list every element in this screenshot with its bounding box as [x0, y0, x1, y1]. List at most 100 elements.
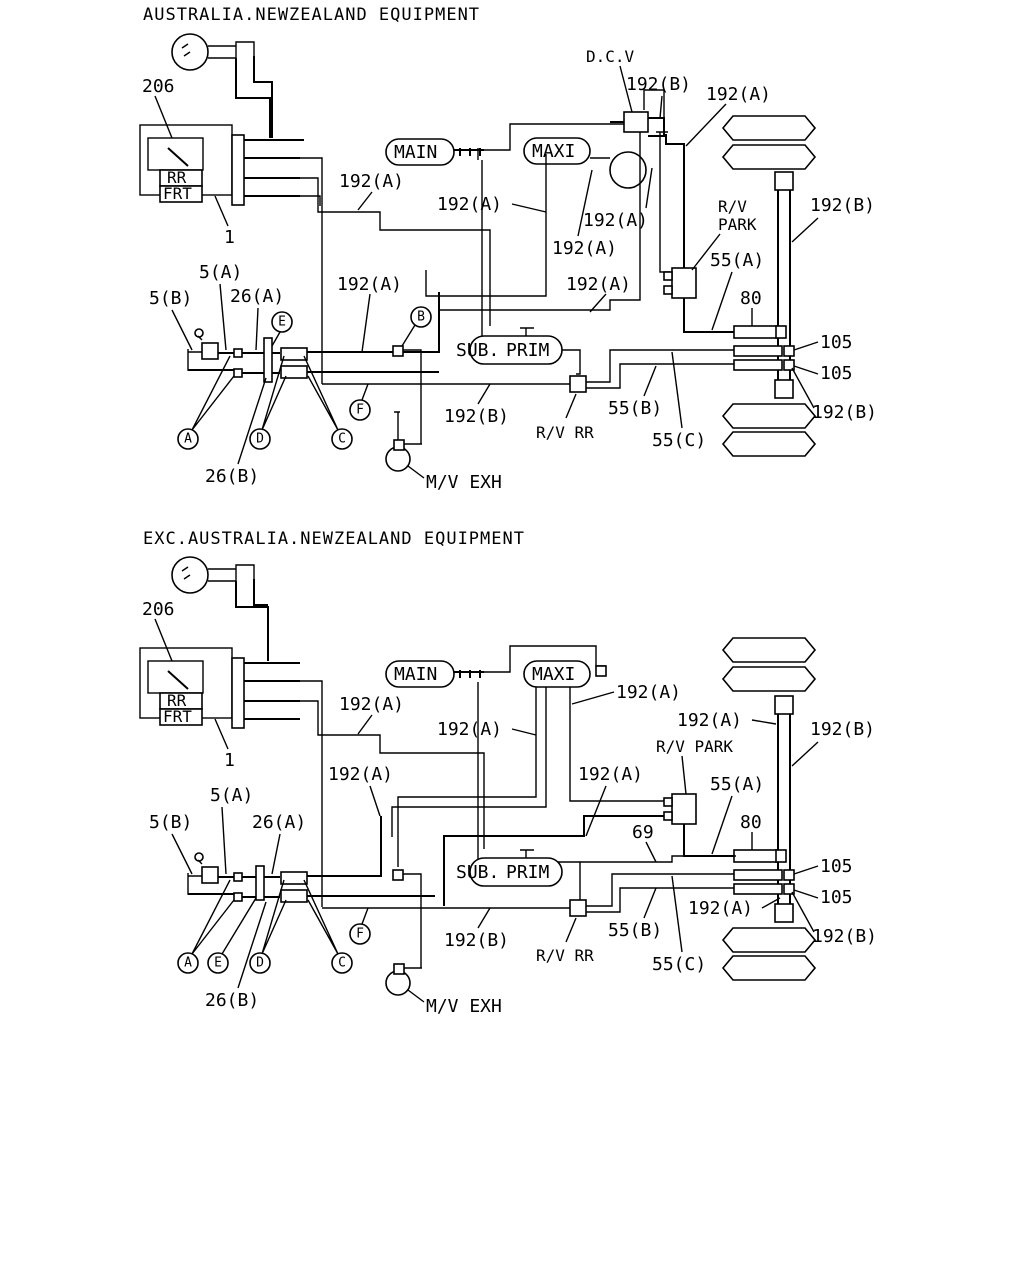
label-192a-2: 192(A): [437, 194, 502, 215]
brake-valve-body: [139, 647, 245, 729]
diagram-title: EXC.AUSTRALIA.NEWZEALAND EQUIPMENT: [143, 529, 525, 549]
label-55c: 55(C): [652, 430, 706, 451]
label-55c: 55(C): [652, 954, 706, 975]
label-rv-rr: R/V RR: [536, 946, 594, 965]
rv-rr-valve: [569, 899, 587, 917]
diagram-australia: AUSTRALIA.NEWZEALAND EQUIPMENT 206 RR FR…: [139, 5, 877, 493]
label-dcv: D.C.V: [586, 47, 635, 66]
diagram-title: AUSTRALIA.NEWZEALAND EQUIPMENT: [143, 5, 480, 25]
front-brake-assembly: [187, 292, 440, 383]
label-valve-1: 1: [224, 750, 235, 771]
label-192b-1: 192(B): [626, 74, 691, 95]
pressure-gauge-icon: [171, 556, 255, 594]
label-192a-4: 192(A): [552, 238, 617, 259]
label-192a-1: 192(A): [339, 171, 404, 192]
label-valve-rr: RR: [167, 168, 187, 187]
label-105-2: 105: [820, 363, 853, 384]
label-rv-rr: R/V RR: [536, 423, 594, 442]
front-brake-assembly: [187, 816, 435, 903]
circle-label-d: D: [256, 432, 264, 447]
label-192a-7: 192(A): [706, 84, 771, 105]
circle-label-c: C: [338, 956, 346, 971]
label-prim: PRIM: [506, 862, 550, 883]
label-80: 80: [740, 812, 762, 833]
label-valve-1: 1: [224, 227, 235, 248]
label-5b: 5(B): [149, 288, 192, 309]
label-192b-1: 192(B): [810, 719, 875, 740]
label-105-1: 105: [820, 332, 853, 353]
rear-axle-wheels: [721, 115, 817, 457]
dcv-valve: [623, 111, 649, 133]
label-main-tank: MAIN: [394, 142, 437, 163]
label-mv-exh: M/V EXH: [426, 472, 502, 493]
circle-label-f: F: [356, 927, 364, 942]
label-valve-frt: FRT: [163, 707, 192, 726]
label-105-1: 105: [820, 856, 853, 877]
circle-label-f: F: [356, 403, 364, 418]
label-206: 206: [142, 599, 175, 620]
main-tank: [385, 660, 455, 688]
label-valve-rr: RR: [167, 691, 187, 710]
label-sub: SUB.: [456, 340, 499, 361]
label-5b: 5(B): [149, 812, 192, 833]
label-192a-4: 192(A): [328, 764, 393, 785]
label-prim: PRIM: [506, 340, 550, 361]
rv-rr-valve: [569, 375, 587, 393]
label-192a-5: 192(A): [337, 274, 402, 295]
label-26a: 26(A): [252, 812, 306, 833]
label-26b: 26(B): [205, 990, 259, 1011]
label-192b-2: 192(B): [810, 195, 875, 216]
label-26a: 26(A): [230, 286, 284, 307]
label-192a-2: 192(A): [437, 719, 502, 740]
label-5a: 5(A): [210, 785, 253, 806]
pressure-gauge-icon: [171, 33, 255, 71]
brake-valve-body: [139, 124, 245, 206]
circle-label-d: D: [256, 956, 264, 971]
circle-label-e: E: [214, 956, 222, 971]
label-192b-2: 192(B): [444, 930, 509, 951]
label-maxi-tank: MAXI: [532, 141, 575, 162]
main-tank: [385, 138, 455, 166]
circle-label-e: E: [278, 315, 286, 330]
label-26b: 26(B): [205, 466, 259, 487]
label-192a-6: 192(A): [566, 274, 631, 295]
label-55b: 55(B): [608, 398, 662, 419]
label-192a-1: 192(A): [339, 694, 404, 715]
label-192a-3: 192(A): [583, 210, 648, 231]
label-192b-2b: 192(B): [812, 926, 877, 947]
circle-label-a: A: [184, 956, 192, 971]
label-192a-5: 192(A): [578, 764, 643, 785]
label-192b-3: 192(B): [444, 406, 509, 427]
label-rv-park: R/V PARK: [656, 737, 733, 756]
label-192b-4: 192(B): [812, 402, 877, 423]
label-rv-park-2: PARK: [718, 215, 757, 234]
label-69: 69: [632, 822, 654, 843]
label-55a: 55(A): [710, 250, 764, 271]
rv-park-valve: [671, 793, 697, 825]
maxi-tank: [523, 660, 591, 688]
label-main-tank: MAIN: [394, 664, 437, 685]
circle-label-c: C: [338, 432, 346, 447]
label-mv-exh: M/V EXH: [426, 996, 502, 1017]
air-dryer: [609, 151, 647, 189]
sub-prim-tank: [469, 857, 563, 887]
label-105-2: 105: [820, 887, 853, 908]
label-192a-3: 192(A): [616, 682, 681, 703]
circle-label-b: B: [417, 310, 425, 325]
label-80: 80: [740, 288, 762, 309]
rv-park-valve: [671, 267, 697, 299]
circle-label-a: A: [184, 432, 192, 447]
label-55a: 55(A): [710, 774, 764, 795]
maxi-tank: [523, 137, 591, 165]
label-valve-frt: FRT: [163, 184, 192, 203]
label-55b: 55(B): [608, 920, 662, 941]
label-192a-7: 192(A): [688, 898, 753, 919]
label-rv-park-1: R/V: [718, 197, 747, 216]
label-sub: SUB.: [456, 862, 499, 883]
rear-axle-wheels: [721, 637, 817, 981]
label-206: 206: [142, 76, 175, 97]
label-5a: 5(A): [199, 262, 242, 283]
diagram-exc-australia: EXC.AUSTRALIA.NEWZEALAND EQUIPMENT 206 R…: [139, 529, 877, 1017]
